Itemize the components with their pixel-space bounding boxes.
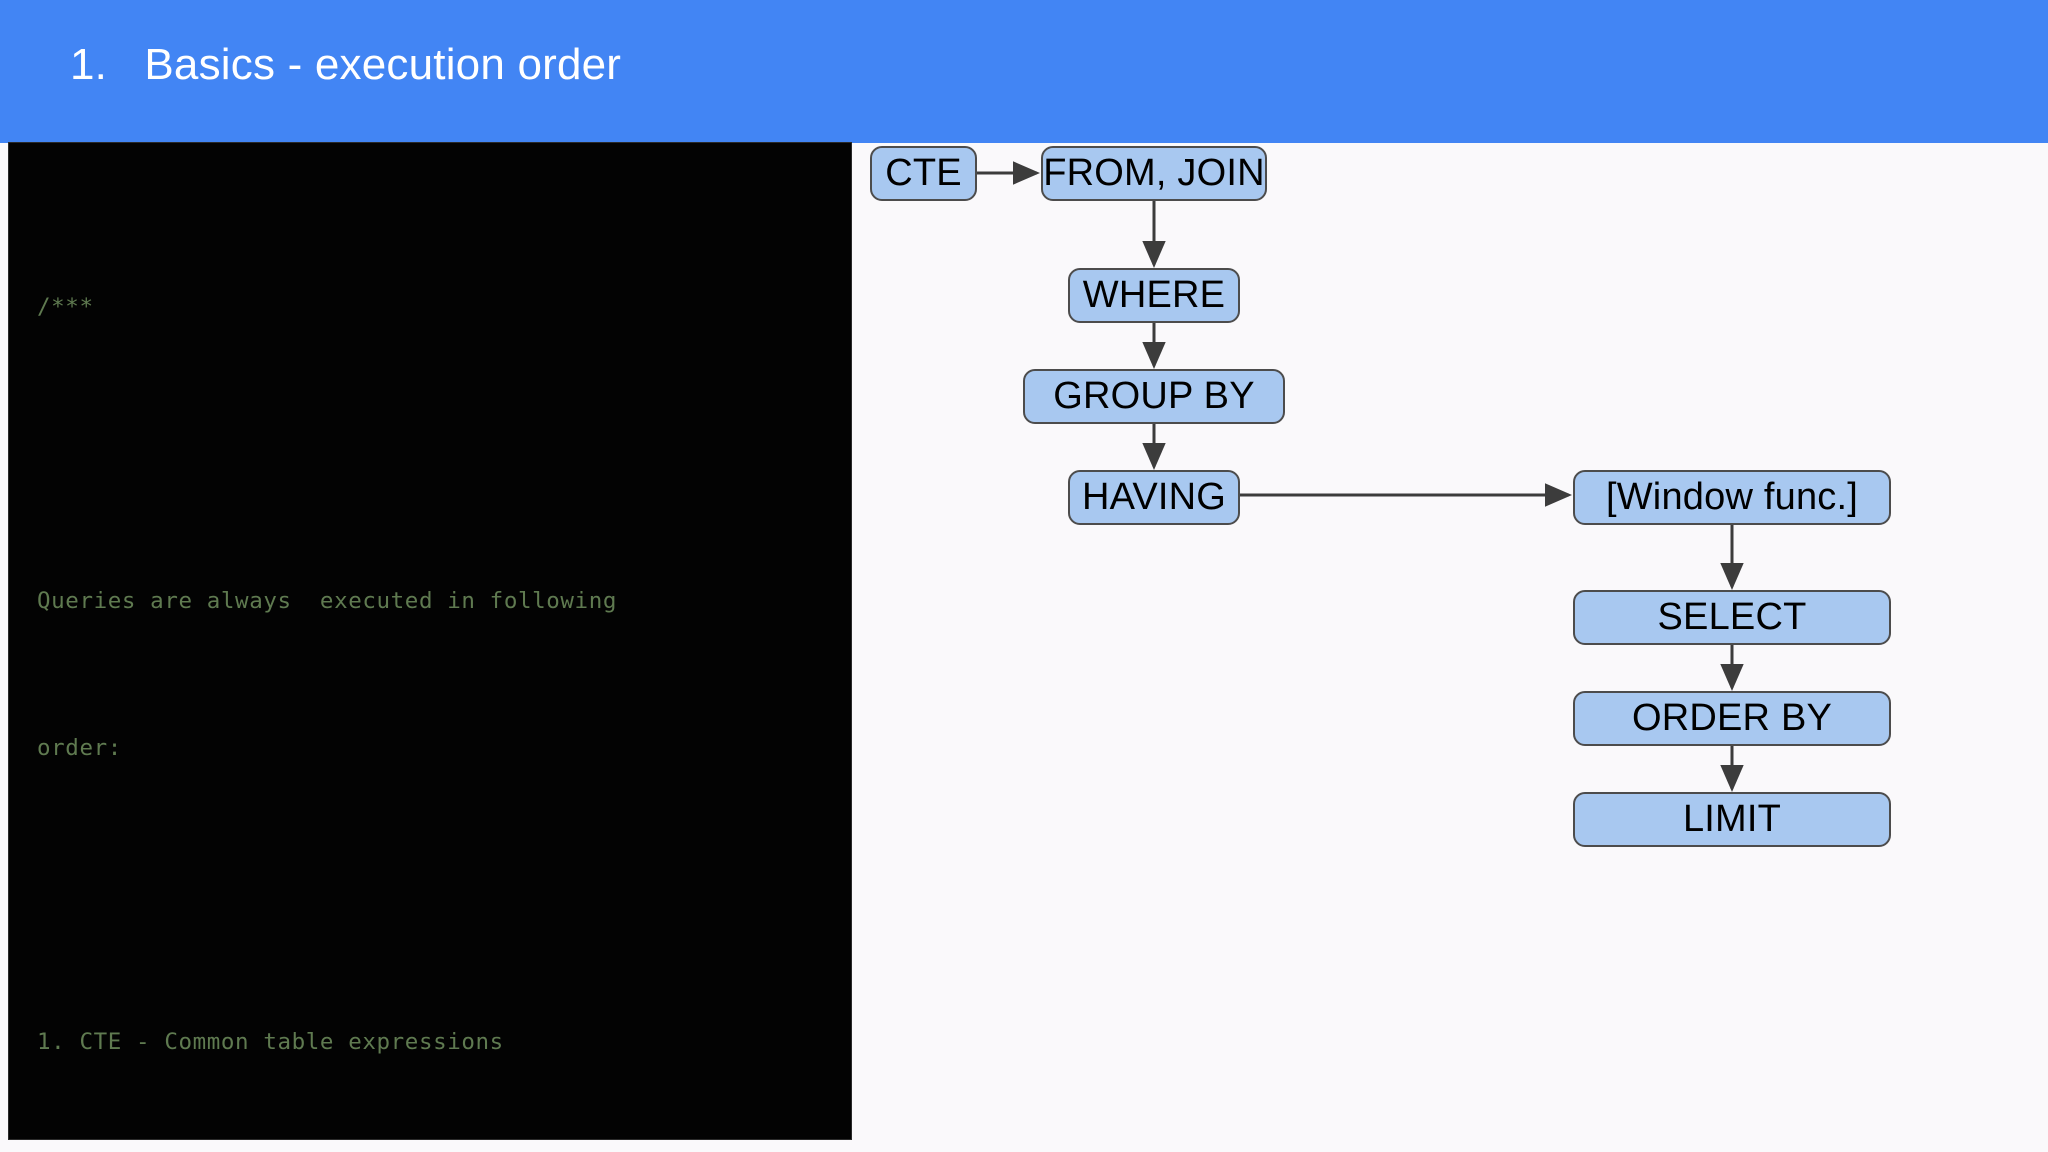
flow-node-where[interactable]: WHERE: [1068, 268, 1240, 323]
code-line-blank-2: [37, 871, 851, 920]
code-line-intro-1: Queries are always executed in following: [37, 588, 617, 614]
flowchart-connectors: [977, 161, 1744, 792]
flow-node-from-join[interactable]: FROM, JOIN: [1041, 146, 1267, 201]
flow-node-limit[interactable]: LIMIT: [1573, 792, 1891, 847]
sql-comment-code: /*** Queries are always executed in foll…: [37, 185, 851, 1139]
flow-node-window-func[interactable]: [Window func.]: [1573, 470, 1891, 525]
code-line-comment-open: /***: [37, 294, 94, 320]
code-line-blank-1: [37, 430, 851, 479]
flow-node-having[interactable]: HAVING: [1068, 470, 1240, 525]
flow-node-group-by[interactable]: GROUP BY: [1023, 369, 1285, 424]
code-line-step-1: 1. CTE - Common table expressions: [37, 1029, 504, 1055]
code-line-intro-2: order:: [37, 735, 122, 761]
flow-node-cte[interactable]: CTE: [870, 146, 977, 201]
page-title: 1. Basics - execution order: [70, 40, 622, 89]
flow-node-order-by[interactable]: ORDER BY: [1573, 691, 1891, 746]
execution-order-flowchart: CTE FROM, JOIN WHERE GROUP BY HAVING [Wi…: [851, 143, 2048, 1152]
slide-header-bar: 1. Basics - execution order: [0, 0, 2048, 143]
flow-node-select[interactable]: SELECT: [1573, 590, 1891, 645]
code-panel: /*** Queries are always executed in foll…: [9, 143, 851, 1139]
